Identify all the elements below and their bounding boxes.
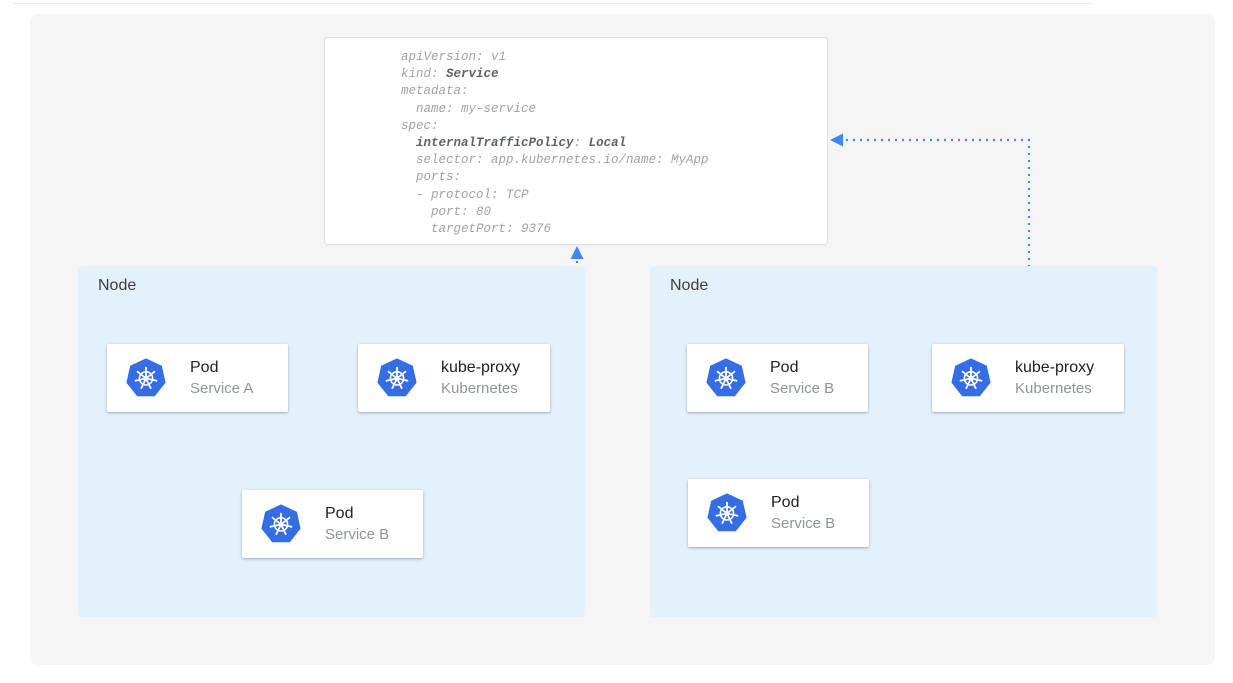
yaml-line: port: 80 <box>401 204 492 219</box>
yaml-line: kind: Service <box>401 67 499 82</box>
card-subtitle: Service B <box>770 380 835 397</box>
yaml-line: - protocol: TCP <box>401 187 529 202</box>
yaml-line: selector: app.kubernetes.io/name: MyApp <box>401 153 709 168</box>
node-label: Node <box>98 277 137 294</box>
diagram-canvas: apiVersion: v1 kind: Service metadata: nam… <box>30 14 1215 665</box>
yaml-line: name: my-service <box>401 101 537 116</box>
yaml-line: apiVersion: v1 <box>401 50 507 64</box>
card-subtitle: Service B <box>771 515 836 532</box>
card-title: kube-proxy <box>441 359 521 376</box>
kubernetes-helm-icon <box>261 504 301 543</box>
card-title: kube-proxy <box>1015 359 1095 376</box>
card-title: Pod <box>770 359 799 376</box>
service-yaml-box: apiVersion: v1 kind: Service metadata: nam… <box>324 37 828 245</box>
yaml-line: spec: <box>401 118 439 133</box>
card-subtitle: Kubernetes <box>1015 380 1092 397</box>
card-subtitle: Kubernetes <box>441 380 518 397</box>
card-title: Pod <box>190 359 219 376</box>
kubernetes-helm-icon <box>707 493 747 532</box>
yaml-line: internalTrafficPolicy: Local <box>416 136 627 151</box>
node-label: Node <box>670 277 709 294</box>
yaml-line: targetPort: 9376 <box>401 222 552 237</box>
previous-section-divider <box>13 2 1093 4</box>
yaml-line: metadata: <box>401 84 469 99</box>
card-title: Pod <box>771 494 800 511</box>
kubernetes-helm-icon <box>706 358 746 397</box>
card-subtitle: Service B <box>325 526 390 543</box>
yaml-line: ports: <box>401 170 462 185</box>
kubernetes-helm-icon <box>377 358 417 397</box>
kubernetes-helm-icon <box>951 358 991 397</box>
service-yaml-code: apiVersion: v1 kind: Service metadata: nam… <box>401 49 819 240</box>
kubernetes-helm-icon <box>126 358 166 397</box>
card-title: Pod <box>325 505 354 522</box>
card-subtitle: Service A <box>190 380 254 397</box>
